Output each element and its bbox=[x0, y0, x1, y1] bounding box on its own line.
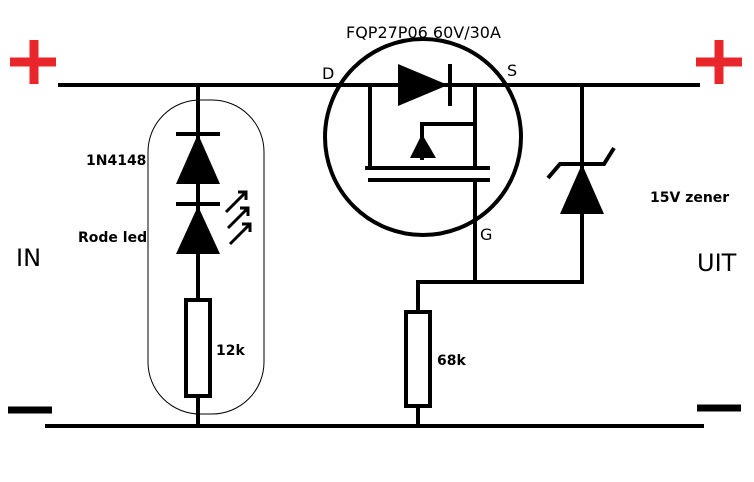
out-label: UIT bbox=[697, 249, 737, 277]
in-plus-terminal bbox=[10, 40, 56, 84]
diode-label: 1N4148 bbox=[86, 153, 146, 169]
mosfet-symbol bbox=[323, 37, 523, 282]
r2-label: 68k bbox=[437, 353, 466, 369]
indicator-branch bbox=[147, 85, 265, 426]
zener-diode-symbol bbox=[546, 146, 616, 214]
gate-label: G bbox=[480, 225, 492, 244]
diode-1n4148-symbol bbox=[176, 132, 220, 184]
gate-network bbox=[404, 85, 584, 426]
resistor-12k-symbol bbox=[184, 298, 212, 398]
source-label: S bbox=[507, 61, 517, 80]
zener-label: 15V zener bbox=[650, 190, 729, 206]
mosfet-label: FQP27P06 60V/30A bbox=[346, 23, 501, 42]
drain-label: D bbox=[322, 64, 334, 83]
resistor-68k-symbol bbox=[404, 310, 432, 408]
red-led-symbol bbox=[176, 190, 252, 254]
led-label: Rode led bbox=[78, 230, 147, 246]
out-plus-terminal bbox=[696, 40, 742, 84]
in-label: IN bbox=[16, 244, 41, 272]
r1-label: 12k bbox=[216, 343, 245, 359]
